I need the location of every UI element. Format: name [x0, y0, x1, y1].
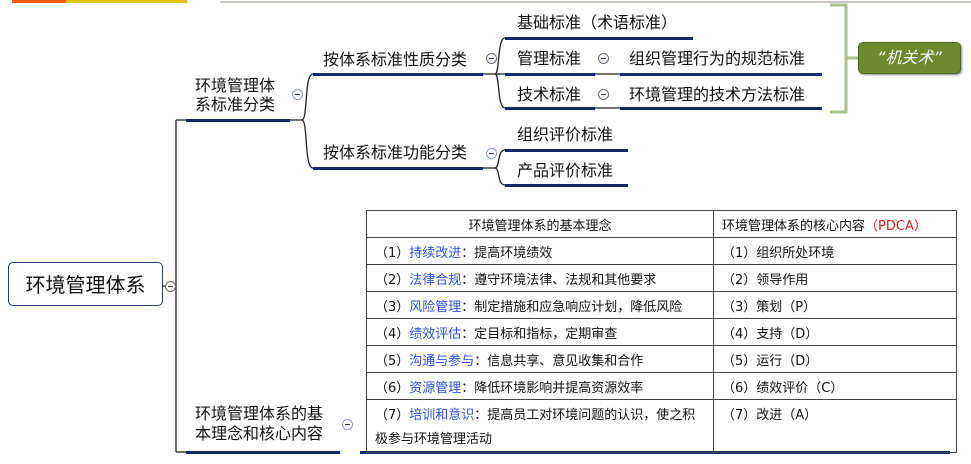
row-num: （5） — [375, 353, 410, 369]
node-management-detail[interactable]: 组织管理行为的规范标准 — [629, 49, 806, 68]
underline — [505, 73, 595, 76]
concept-cell: （5）沟通与参与：信息共享、意见收集和合作 — [366, 345, 714, 373]
collapse-root-icon[interactable] — [165, 281, 176, 292]
table-row: （4）绩效评估：定目标和指标，定期审查（4）支持（D） — [366, 318, 957, 346]
underline — [505, 37, 693, 40]
desc: ：提高环境绩效 — [461, 245, 553, 261]
node-by-function[interactable]: 按体系标准功能分类 — [323, 143, 468, 162]
row-num: （3） — [375, 299, 410, 315]
table-row: （5）沟通与参与：信息共享、意见收集和合作（5）运行（D） — [366, 345, 957, 373]
core-cell: （1）组织所处环境 — [713, 237, 957, 265]
desc: ：遵守环境法律、法规和其他要求 — [461, 272, 657, 288]
concepts-table: 环境管理体系的基本理念 环境管理体系的核心内容（PDCA） （1）持续改进：提高… — [366, 210, 957, 453]
table-row: （3）风险管理：制定措施和应急响应计划，降低风险（3）策划（P） — [366, 291, 957, 319]
underline — [313, 167, 483, 170]
concept-cell: （7）培训和意识：提高员工对环境问题的认识，使之积极参与环境管理活动 — [366, 399, 714, 453]
collapse-by-nature-icon[interactable] — [486, 53, 497, 64]
node-management-standard[interactable]: 管理标准 — [517, 49, 582, 68]
underline — [186, 451, 340, 454]
underline — [620, 107, 822, 110]
underline — [186, 119, 290, 122]
keyword: 法律合规 — [409, 272, 462, 288]
collapse-technical-icon[interactable] — [598, 89, 609, 100]
desc: ：信息共享、意见收集和合作 — [474, 353, 644, 369]
concept-cell: （3）风险管理：制定措施和应急响应计划，降低风险 — [366, 291, 714, 319]
node-org-evaluation[interactable]: 组织评价标准 — [517, 125, 614, 144]
table-header-row: 环境管理体系的基本理念 环境管理体系的核心内容（PDCA） — [366, 210, 957, 238]
header-core: 环境管理体系的核心内容（PDCA） — [713, 210, 957, 238]
core-cell: （3）策划（P） — [713, 291, 957, 319]
concept-cell: （4）绩效评估：定目标和指标，定期审查 — [366, 318, 714, 346]
core-cell: （6）绩效评价（C） — [713, 372, 957, 400]
underline — [505, 149, 628, 152]
concept-cell: （1）持续改进：提高环境绩效 — [366, 237, 714, 265]
row-num: （7） — [375, 408, 410, 423]
core-cell: （4）支持（D） — [713, 318, 957, 346]
core-cell: （2）领导作用 — [713, 264, 957, 292]
node-technical-detail[interactable]: 环境管理的技术方法标准 — [629, 85, 806, 104]
collapse-management-icon[interactable] — [598, 53, 609, 64]
core-cell: （7）改进（A） — [713, 399, 957, 453]
desc: ：定目标和指标，定期审查 — [461, 326, 618, 342]
table-row: （2）法律合规：遵守环境法律、法规和其他要求（2）领导作用 — [366, 264, 957, 292]
node-technical-standard[interactable]: 技术标准 — [517, 85, 582, 104]
keyword: 风险管理 — [409, 299, 462, 315]
concept-cell: （6）资源管理：降低环境影响并提高资源效率 — [366, 372, 714, 400]
summary-tag[interactable]: “机关术” — [858, 42, 961, 74]
top-bar-orange — [12, 0, 66, 3]
node-standard-classification[interactable]: 环境管理体系标准分类 — [195, 76, 276, 114]
header-core-label: 环境管理体系的核心内容 — [722, 218, 866, 234]
underline — [620, 73, 822, 76]
table-row: （6）资源管理：降低环境影响并提高资源效率（6）绩效评价（C） — [366, 372, 957, 400]
row-num: （1） — [375, 245, 410, 261]
row-num: （2） — [375, 272, 410, 288]
collapse-classification-icon[interactable] — [292, 89, 303, 100]
node-by-nature[interactable]: 按体系标准性质分类 — [323, 50, 468, 69]
core-cell: （5）运行（D） — [713, 345, 957, 373]
table-underline — [360, 451, 950, 454]
table-row: （1）持续改进：提高环境绩效（1）组织所处环境 — [366, 237, 957, 265]
top-rule — [220, 1, 971, 3]
keyword: 培训和意识 — [409, 408, 475, 423]
underline — [505, 107, 595, 110]
keyword: 持续改进 — [409, 245, 462, 261]
keyword: 资源管理 — [409, 380, 462, 396]
underline — [313, 73, 483, 76]
desc: ：降低环境影响并提高资源效率 — [461, 380, 644, 396]
keyword: 沟通与参与 — [409, 353, 475, 369]
node-basic-standard[interactable]: 基础标准（术语标准） — [517, 13, 678, 32]
collapse-by-function-icon[interactable] — [486, 148, 497, 159]
top-bar-yellow — [66, 0, 187, 3]
node-product-evaluation[interactable]: 产品评价标准 — [517, 161, 614, 180]
row-num: （6） — [375, 380, 410, 396]
collapse-concepts-icon[interactable] — [342, 419, 353, 430]
node-concepts[interactable]: 环境管理体系的基本理念和核心内容 — [195, 404, 324, 443]
pdca-label: （PDCA） — [865, 218, 927, 234]
header-concepts: 环境管理体系的基本理念 — [366, 210, 714, 238]
table-row: （7）培训和意识：提高员工对环境问题的认识，使之积极参与环境管理活动（7）改进（… — [366, 399, 957, 453]
desc: ：提高员工对环境问题的认识，使之积极参与环境管理活动 — [375, 408, 696, 447]
row-num: （4） — [375, 326, 410, 342]
root-node[interactable]: 环境管理体系 — [8, 262, 163, 306]
desc: ：制定措施和应急响应计划，降低风险 — [461, 299, 683, 315]
underline — [505, 184, 628, 187]
keyword: 绩效评估 — [409, 326, 462, 342]
concept-cell: （2）法律合规：遵守环境法律、法规和其他要求 — [366, 264, 714, 292]
